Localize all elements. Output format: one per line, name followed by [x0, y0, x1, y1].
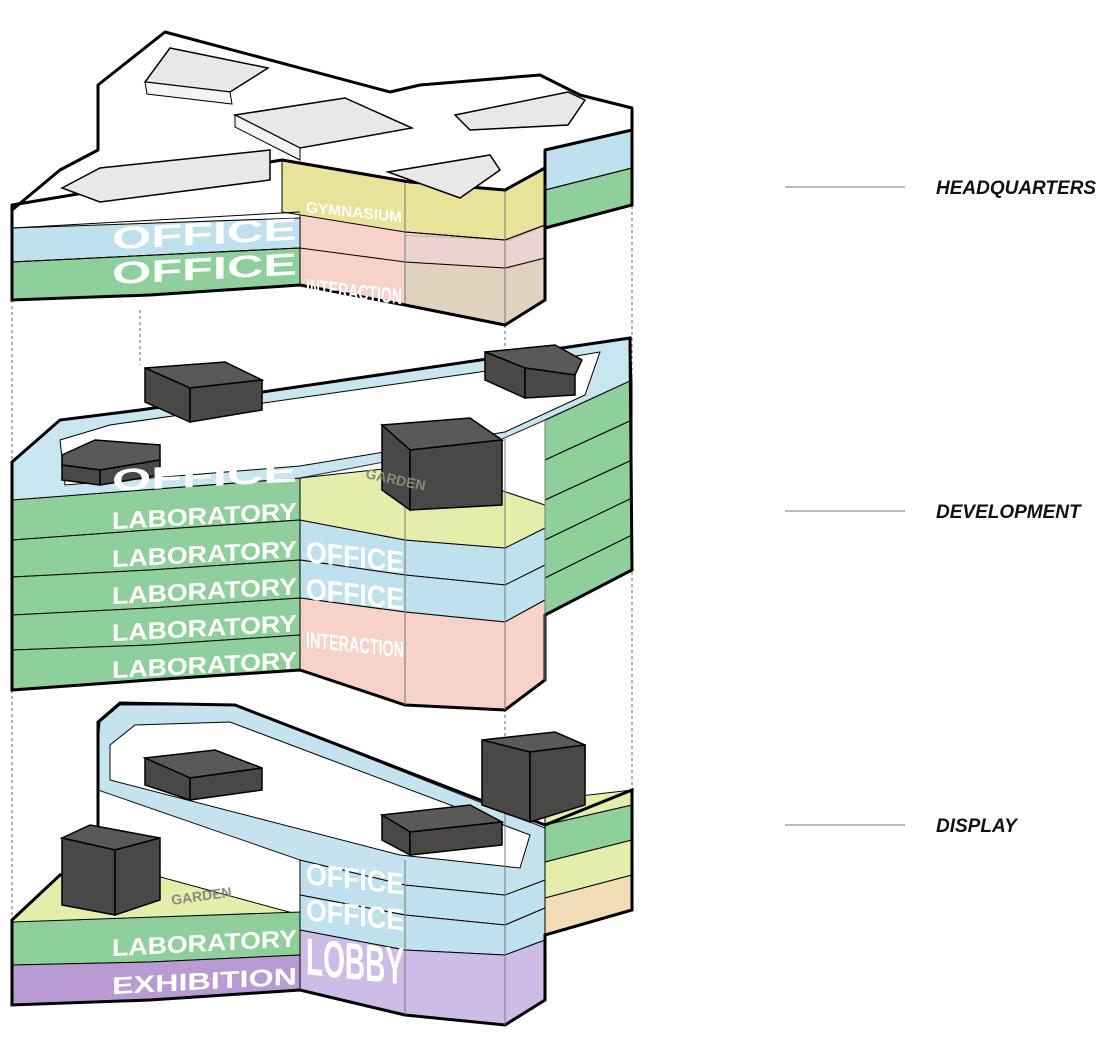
development-caption: DEVELOPMENT — [936, 502, 1082, 523]
disp-label-lobby: LOBBY — [306, 928, 404, 996]
hq-roof-court-3 — [385, 154, 502, 199]
dev-dark-volumes — [61, 344, 583, 512]
development-block: OFFICE LABORATORY LABORATORY LABORATORY … — [10, 336, 634, 712]
headquarters-block: OFFICE OFFICE INTERACTION GYMNASIUM — [10, 30, 634, 327]
tier-captions: HEADQUARTERS DEVELOPMENT DISPLAY — [785, 178, 1096, 837]
hq-roof-court-2-wall — [234, 114, 301, 161]
hq-roof-court-4 — [60, 149, 271, 203]
display-block: OFFICE OFFICE LABORATORY EXHIBITION LOBB… — [10, 701, 634, 1027]
display-caption: DISPLAY — [936, 816, 1019, 837]
hq-roof-court-1-wall — [144, 81, 233, 105]
hq-back-roof-edge — [96, 85, 634, 230]
headquarters-caption: HEADQUARTERS — [936, 178, 1096, 199]
hq-front-roof-edge — [10, 150, 547, 327]
hq-roof-court-5 — [453, 91, 587, 131]
disp-outline — [10, 701, 634, 1027]
hq-floor-slabs — [11, 167, 633, 325]
disp-dark-volumes — [59, 731, 586, 917]
